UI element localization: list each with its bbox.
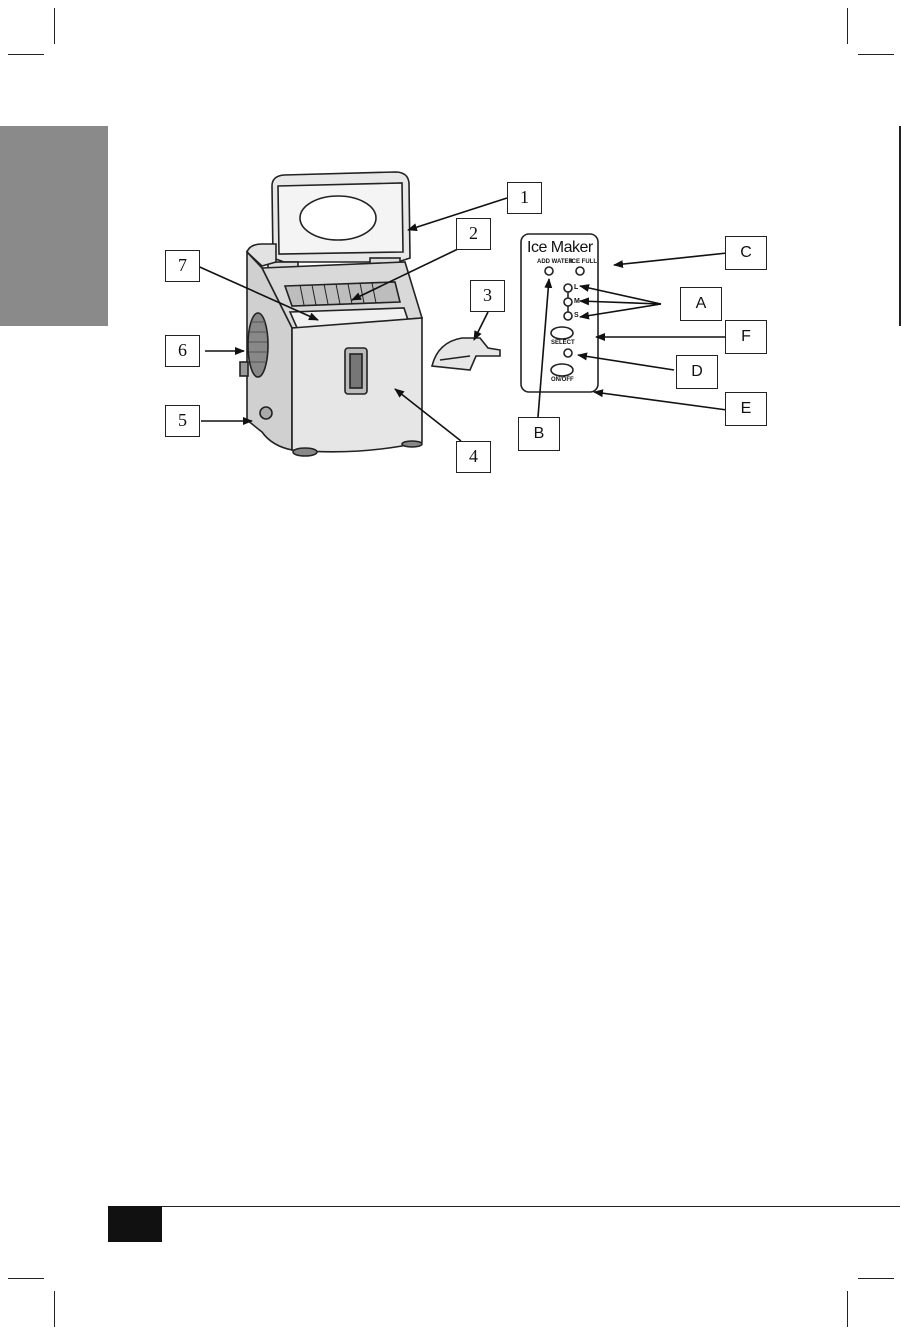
label-size-m: M xyxy=(574,298,580,305)
label-select: SELECT xyxy=(551,340,575,346)
crop-mark xyxy=(858,1278,894,1279)
callout-7: 7 xyxy=(165,250,200,282)
callout-d: D xyxy=(676,355,718,389)
callout-c: C xyxy=(725,236,767,270)
crop-mark xyxy=(8,1278,44,1279)
callout-5: 5 xyxy=(165,405,200,437)
callout-3: 3 xyxy=(470,280,505,312)
ice-maker-figure: 1 2 3 4 5 6 7 A B C D E F Ice Maker ADD … xyxy=(0,0,901,520)
callout-e: E xyxy=(725,392,767,426)
callout-2: 2 xyxy=(456,218,491,250)
label-add-water: ADD WATER xyxy=(537,259,573,265)
callout-a: A xyxy=(680,287,722,321)
label-size-l: L xyxy=(574,284,578,291)
page-number-box xyxy=(108,1206,162,1242)
label-ice-full: ICE FULL xyxy=(570,259,597,265)
footer-rule xyxy=(108,1206,900,1207)
label-size-s: S xyxy=(574,312,579,319)
callout-1: 1 xyxy=(507,182,542,214)
crop-mark xyxy=(847,1291,848,1327)
label-on-off: ON/OFF xyxy=(551,377,574,383)
crop-mark xyxy=(54,1291,55,1327)
callout-4: 4 xyxy=(456,441,491,473)
callout-6: 6 xyxy=(165,335,200,367)
callout-b: B xyxy=(518,417,560,451)
panel-title: Ice Maker xyxy=(527,239,593,257)
callout-f: F xyxy=(725,320,767,354)
